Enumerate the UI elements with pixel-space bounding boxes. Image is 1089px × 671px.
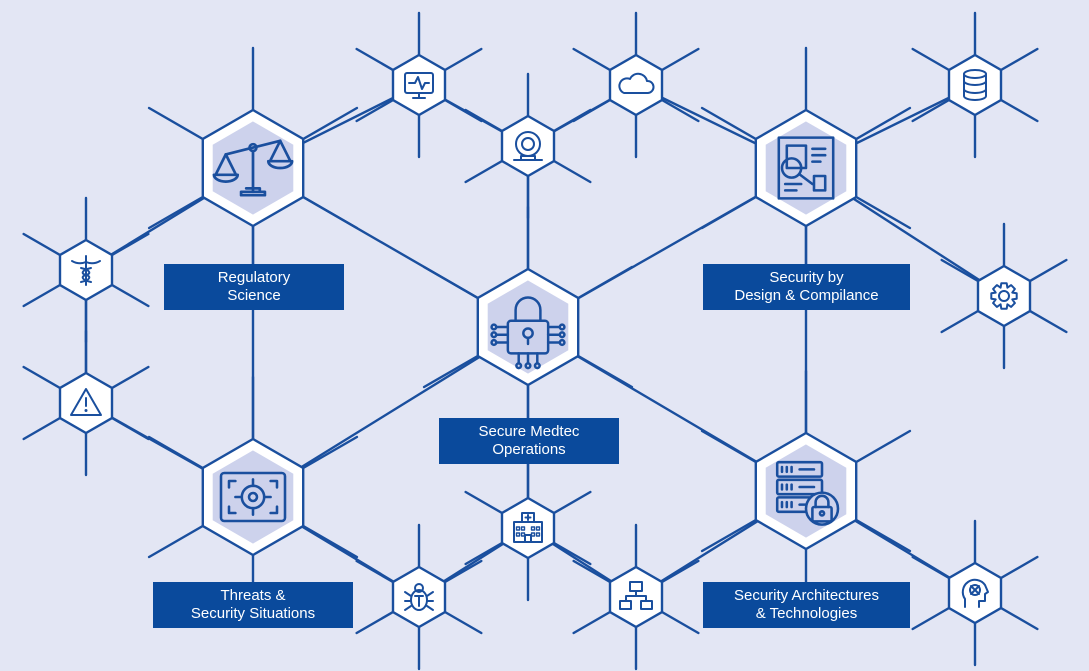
label-line: Security by <box>769 269 844 286</box>
bug-icon <box>404 583 434 611</box>
node-monitor-hexagon <box>391 53 447 117</box>
hub-threats-security-situations <box>201 437 305 557</box>
scales-icon <box>212 139 294 197</box>
label-line: Operations <box>492 441 566 458</box>
node-gear-hexagon <box>976 264 1032 328</box>
node-database <box>947 53 1003 117</box>
node-ai-head <box>947 561 1003 625</box>
hub-security-architectures <box>754 431 858 551</box>
hub-secure-medtec-operations <box>476 267 580 387</box>
node-warning <box>58 371 114 435</box>
node-bug <box>391 565 447 629</box>
hub-security-by-design <box>754 108 858 228</box>
label-line: Design & Compilance <box>734 287 879 304</box>
node-ai-head-hexagon <box>947 561 1003 625</box>
label-secure-medtec-operations: Secure Medtec Operations <box>439 418 619 464</box>
document-search-icon <box>777 136 835 200</box>
label-line: & Technologies <box>755 605 858 622</box>
label-regulatory-science: Regulatory Science <box>164 264 344 310</box>
circuit-lock-icon <box>490 296 566 370</box>
label-line: Regulatory <box>217 269 291 286</box>
node-hospital <box>500 496 556 560</box>
hub-regulatory-science <box>201 108 305 228</box>
nodes <box>58 53 1032 629</box>
label-security-architectures: Security Architectures & Technologies <box>703 582 910 628</box>
server-lock-icon <box>775 460 840 526</box>
warning-icon <box>70 388 102 416</box>
network-icon <box>619 581 653 610</box>
label-line: Security Situations <box>190 605 316 622</box>
hospital-icon <box>513 512 543 543</box>
heart-monitor-icon <box>404 72 434 99</box>
node-cloud-hexagon <box>608 53 664 117</box>
target-icon <box>219 471 287 523</box>
cloud-icon <box>618 72 655 94</box>
database-icon <box>963 69 987 101</box>
node-mri <box>500 114 556 178</box>
gear-icon <box>990 282 1018 310</box>
label-threats-security-situations: Threats & Security Situations <box>153 582 353 628</box>
node-network <box>608 565 664 629</box>
node-cloud <box>608 53 664 117</box>
node-gear <box>976 264 1032 328</box>
label-line: Security Architectures <box>733 587 880 604</box>
label-line: Secure Medtec <box>478 423 580 440</box>
ai-head-icon <box>961 578 989 608</box>
mri-scanner-icon <box>513 131 543 161</box>
label-security-by-design: Security by Design & Compilance <box>703 264 910 310</box>
caduceus-icon <box>71 255 101 286</box>
node-caduceus <box>58 238 114 302</box>
node-monitor <box>391 53 447 117</box>
label-line: Threats & <box>220 587 286 604</box>
node-mri-hexagon <box>500 114 556 178</box>
node-hospital-hexagon <box>500 496 556 560</box>
label-line: Science <box>227 287 281 304</box>
